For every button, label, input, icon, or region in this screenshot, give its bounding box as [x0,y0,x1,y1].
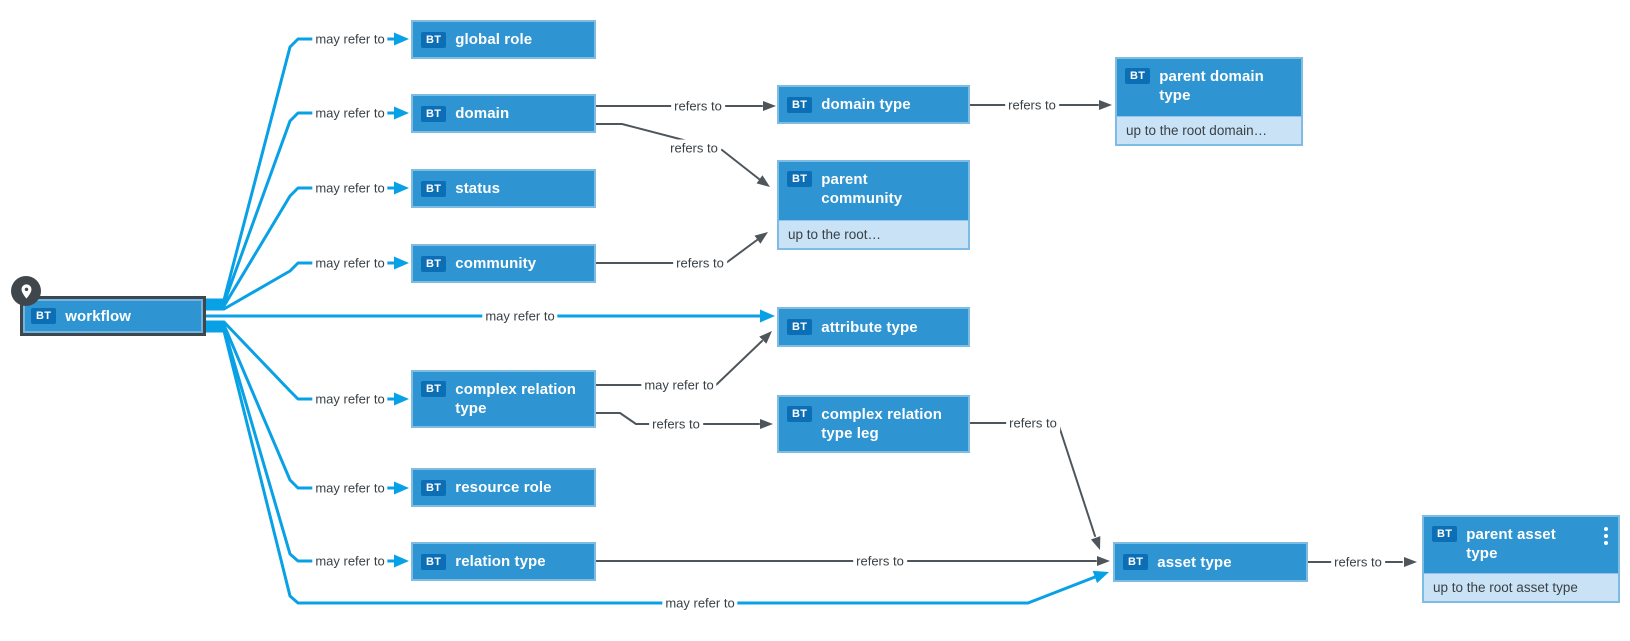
edge-line-leg-to-asset-type [969,422,1096,537]
node-label-domain: domain [455,105,510,122]
edge-arrowhead-workflow-status [394,181,409,195]
edge-arrowhead-workflow-complex-relation-type [394,392,409,406]
node-header-parent-community: BT parent community [779,162,968,220]
business-term-badge: BT [31,308,57,324]
edge-line-complex-relation-type-to-attribute-type [595,340,763,386]
business-term-badge: BT [421,479,447,496]
business-term-badge: BT [1125,68,1151,84]
edge-line-workflow-status [204,186,396,308]
business-term-badge: BT [421,553,447,570]
node-status[interactable]: BT status [411,169,596,208]
edge-line-workflow-global-role [204,37,396,302]
business-term-badge: BT [787,319,813,335]
current-asset-marker [11,276,41,306]
node-header-workflow: BT workflow [23,299,203,333]
location-pin-icon [21,283,31,299]
business-term-badge: BT [421,180,447,197]
business-term-badge: BT [421,255,447,272]
edge-arrowhead-domain-to-domain-type [763,101,776,111]
edge-arrowhead-complex-relation-type-to-leg [760,419,773,429]
edge-arrowhead-asset-type-to-parent-asset-type [1404,557,1417,567]
kebab-menu-icon[interactable] [1604,527,1608,531]
edge-arrowhead-workflow-community [394,256,409,270]
edge-arrowhead-workflow-domain [394,106,409,120]
business-term-badge: BT [421,381,447,397]
edge-line-community-to-parent-community [595,239,758,264]
edge-line-workflow-domain [204,111,396,305]
business-term-badge: BT [1432,526,1458,542]
edge-arrowhead-workflow-asset-type [1092,570,1109,584]
edge-arrowhead-workflow-relation-type [394,554,409,568]
node-community[interactable]: BT community [411,244,596,283]
node-label-relation-type: relation type [455,553,546,570]
node-label-complex-relation-type: complex relation type [455,381,577,417]
node-global-role[interactable]: BT global role [411,20,596,59]
business-term-badge: BT [421,31,447,48]
node-workflow[interactable]: BT workflow [11,276,206,336]
node-label-attribute-type: attribute type [821,318,918,336]
node-header-community: BT community [413,246,594,281]
edge-line-workflow-asset-type [204,329,1097,605]
business-term-badge: BT [787,406,813,422]
node-header-domain-type: BT domain type [779,87,968,122]
business-term-badge: BT [787,96,813,113]
business-term-badge: BT [421,105,447,122]
node-header-parent-domain-type: BT parent domain type [1117,59,1301,116]
node-label-status: status [455,180,501,197]
node-label-complex-relation-type-leg: complex relation type leg [821,406,943,442]
node-label-global-role: global role [455,31,533,48]
node-asset-type[interactable]: BT asset type [1113,542,1308,582]
node-header-resource-role: BT resource role [413,470,594,505]
node-domain[interactable]: BT domain [411,94,596,133]
edge-line-workflow-relation-type [204,326,396,563]
node-label-parent-domain-type: parent domain type [1159,68,1264,104]
business-term-badge: BT [787,171,813,187]
edge-arrowhead-domain-type-to-parent-domain-type [1099,100,1112,110]
node-label-resource-role: resource role [455,479,552,496]
edge-line-workflow-community [204,261,396,311]
node-header-global-role: BT global role [413,22,594,57]
node-subtext-parent-asset-type: up to the root asset type [1424,573,1618,601]
node-complex-relation-type[interactable]: BT complex relation type [411,370,596,428]
edge-line-workflow-resource-role [204,323,396,490]
edge-arrowhead-leg-to-asset-type [1090,536,1101,550]
node-label-domain-type: domain type [821,96,911,113]
node-subtext-parent-domain-type: up to the root domain… [1117,116,1301,144]
edge-arrowhead-workflow-resource-role [394,481,409,495]
node-header-attribute-type: BT attribute type [779,309,968,345]
node-header-relation-type: BT relation type [413,544,594,579]
edge-line-complex-relation-type-to-leg [595,412,760,425]
node-label-parent-community: parent community [821,171,903,207]
edge-arrowhead-workflow-attribute-type [760,309,775,323]
node-parent-community[interactable]: BT parent community up to the root… [777,160,970,250]
edge-arrowhead-relation-type-to-asset-type [1097,556,1110,566]
node-complex-relation-type-leg[interactable]: BT complex relation type leg [777,395,970,453]
node-header-complex-relation-type-leg: BT complex relation type leg [779,397,968,451]
node-relation-type[interactable]: BT relation type [411,542,596,581]
node-parent-domain-type[interactable]: BT parent domain type up to the root domai… [1115,57,1303,146]
edge-arrowhead-domain-to-parent-community [756,175,770,187]
node-attribute-type[interactable]: BT attribute type [777,307,970,347]
node-header-complex-relation-type: BT complex relation type [413,372,594,426]
edge-arrowhead-community-to-parent-community [754,232,768,244]
node-header-asset-type: BT asset type [1115,544,1306,580]
node-label-parent-asset-type: parent asset type [1466,526,1556,562]
node-parent-asset-type[interactable]: BT parent asset type up to the root asset … [1422,515,1620,603]
node-subtext-parent-community: up to the root… [779,220,968,248]
node-header-domain: BT domain [413,96,594,131]
node-label-workflow: workflow [65,307,132,325]
node-label-asset-type: asset type [1157,553,1232,571]
edge-arrowhead-complex-relation-type-to-attribute-type [759,331,772,344]
node-label-community: community [455,255,537,272]
business-term-badge: BT [1123,554,1149,570]
node-domain-type[interactable]: BT domain type [777,85,970,124]
node-header-status: BT status [413,171,594,206]
node-header-parent-asset-type: BT parent asset type [1424,517,1618,573]
edge-arrowhead-workflow-global-role [394,32,409,46]
edge-line-domain-to-parent-community [595,123,760,180]
node-resource-role[interactable]: BT resource role [411,468,596,507]
